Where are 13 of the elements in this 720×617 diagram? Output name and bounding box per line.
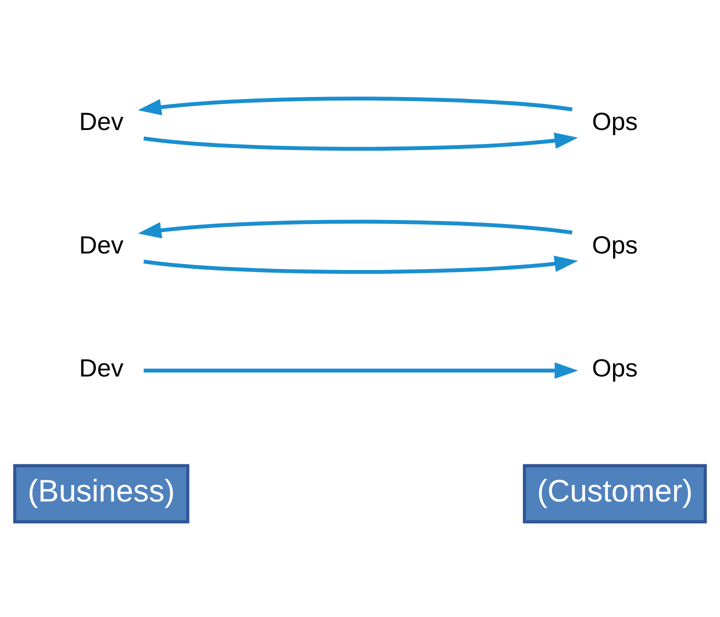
node-text: Ops	[592, 354, 638, 382]
arrow	[144, 362, 578, 378]
node-text: Dev	[79, 108, 124, 136]
node-text: Dev	[79, 230, 124, 259]
node-text: Ops	[592, 108, 638, 136]
node-box: (Business)	[13, 464, 190, 523]
node-text: Ops	[592, 230, 638, 259]
node-box: (Customer)	[522, 464, 707, 523]
node-text: Dev	[79, 354, 124, 382]
arrow	[144, 255, 578, 274]
arrow	[144, 132, 578, 150]
arrow	[138, 219, 572, 238]
arrow	[138, 96, 572, 115]
